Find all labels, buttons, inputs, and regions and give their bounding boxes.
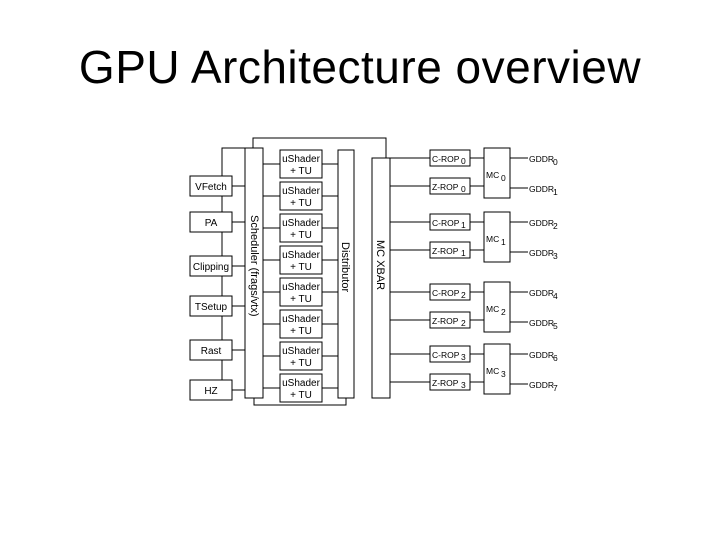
gddr-label: GDDR bbox=[529, 350, 554, 360]
gddr-index: 6 bbox=[553, 353, 558, 363]
mc-label: MC bbox=[486, 170, 499, 180]
shader-unit-line1: uShader bbox=[282, 154, 320, 165]
c-rop-index: 0 bbox=[461, 156, 466, 166]
shader-unit-line1: uShader bbox=[282, 186, 320, 197]
shader-unit bbox=[279, 213, 323, 243]
gddr-index: 1 bbox=[553, 187, 558, 197]
z-rop-label: Z-ROP bbox=[432, 378, 459, 388]
pipeline-block-label: HZ bbox=[204, 386, 217, 397]
shader-unit-line1: uShader bbox=[282, 218, 320, 229]
shader-unit-line1: uShader bbox=[282, 282, 320, 293]
page-title: GPU Architecture overview bbox=[78, 41, 642, 93]
c-rop-index: 1 bbox=[461, 220, 466, 230]
pipeline-block-label: Rast bbox=[201, 346, 222, 357]
xbar-label: MC XBAR bbox=[374, 240, 386, 290]
z-rop-index: 3 bbox=[461, 380, 466, 390]
gddr-index: 3 bbox=[553, 251, 558, 261]
gddr-index: 5 bbox=[553, 321, 558, 331]
shader-unit-line2: + TU bbox=[290, 166, 312, 177]
mc-box bbox=[483, 211, 511, 263]
gddr-index: 0 bbox=[553, 157, 558, 167]
mc-box bbox=[483, 281, 511, 333]
mc-box bbox=[483, 147, 511, 199]
z-rop-label: Z-ROP bbox=[432, 182, 459, 192]
shader-unit bbox=[279, 341, 323, 371]
mc-box bbox=[483, 343, 511, 395]
pipeline-block-label: Clipping bbox=[193, 262, 229, 273]
c-rop-index: 2 bbox=[461, 290, 466, 300]
z-rop-index: 1 bbox=[461, 248, 466, 258]
mc-label: MC bbox=[486, 304, 499, 314]
gddr-label: GDDR bbox=[529, 288, 554, 298]
c-rop-label: C-ROP bbox=[432, 218, 460, 228]
scheduler-label: Scheduler (frags/vtx) bbox=[248, 215, 260, 316]
gddr-index: 7 bbox=[553, 383, 558, 393]
shader-unit-line1: uShader bbox=[282, 314, 320, 325]
shader-unit-line2: + TU bbox=[290, 262, 312, 273]
shader-unit-line2: + TU bbox=[290, 230, 312, 241]
gddr-label: GDDR bbox=[529, 154, 554, 164]
c-rop-label: C-ROP bbox=[432, 350, 460, 360]
shader-unit-line2: + TU bbox=[290, 198, 312, 209]
gddr-label: GDDR bbox=[529, 184, 554, 194]
pipeline-block-label: VFetch bbox=[195, 182, 227, 193]
shader-unit-line2: + TU bbox=[290, 358, 312, 369]
gddr-label: GDDR bbox=[529, 380, 554, 390]
z-rop-index: 2 bbox=[461, 318, 466, 328]
shader-unit-line1: uShader bbox=[282, 346, 320, 357]
gddr-index: 2 bbox=[553, 221, 558, 231]
shader-unit-line2: + TU bbox=[290, 326, 312, 337]
mc-index: 0 bbox=[501, 173, 506, 183]
gddr-label: GDDR bbox=[529, 248, 554, 258]
c-rop-label: C-ROP bbox=[432, 154, 460, 164]
shader-unit-line2: + TU bbox=[290, 390, 312, 401]
mc-index: 3 bbox=[501, 369, 506, 379]
feedback-wire bbox=[252, 137, 387, 158]
gddr-index: 4 bbox=[553, 291, 558, 301]
mc-index: 1 bbox=[501, 237, 506, 247]
shader-unit bbox=[279, 181, 323, 211]
shader-unit bbox=[279, 245, 323, 275]
z-rop-label: Z-ROP bbox=[432, 316, 459, 326]
shader-unit-line2: + TU bbox=[290, 294, 312, 305]
gddr-label: GDDR bbox=[529, 318, 554, 328]
z-rop-label: Z-ROP bbox=[432, 246, 459, 256]
xbar-box bbox=[371, 157, 391, 399]
c-rop-index: 3 bbox=[461, 352, 466, 362]
pipeline-block-label: TSetup bbox=[195, 302, 228, 313]
shader-unit bbox=[279, 373, 323, 403]
mc-label: MC bbox=[486, 234, 499, 244]
distributor-label: Distributor bbox=[339, 242, 351, 292]
shader-unit bbox=[279, 277, 323, 307]
gddr-label: GDDR bbox=[529, 218, 554, 228]
z-rop-index: 0 bbox=[461, 184, 466, 194]
c-rop-label: C-ROP bbox=[432, 288, 460, 298]
mc-index: 2 bbox=[501, 307, 506, 317]
shader-unit-line1: uShader bbox=[282, 378, 320, 389]
mc-label: MC bbox=[486, 366, 499, 376]
shader-unit-line1: uShader bbox=[282, 250, 320, 261]
pipeline-block-label: PA bbox=[205, 218, 218, 229]
shader-unit bbox=[279, 309, 323, 339]
